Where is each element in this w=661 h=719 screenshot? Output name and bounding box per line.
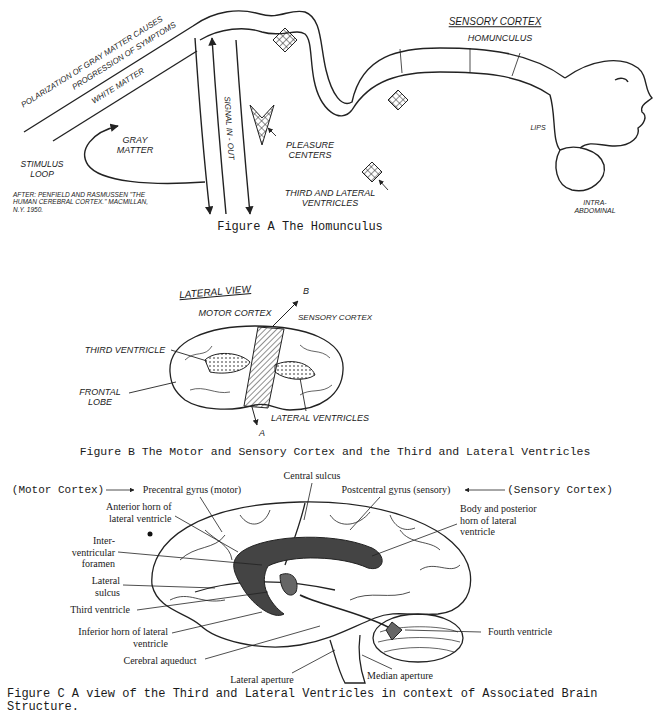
cortex-outline [24, 11, 565, 132]
part-label: Lateral aperture [229, 674, 295, 686]
leader-line [171, 350, 207, 361]
leader-line [172, 612, 262, 633]
lateral-ventricle [234, 537, 382, 615]
ventricle-blob [205, 353, 250, 373]
citation-note: AFTER: PENFIELD AND RASMUSSEN "THE HUMAN… [12, 191, 157, 213]
ventricle-blob [275, 362, 315, 380]
fourth-ventricle [386, 622, 402, 640]
brain-outline [170, 326, 343, 410]
bracket-note: (Sensory Cortex) [506, 484, 614, 497]
pointer-arrow [465, 490, 505, 491]
region-label: STIMULUS LOOP [14, 160, 70, 180]
pointer-arrows [268, 128, 388, 190]
leader-line [405, 630, 481, 632]
region-label: MOTOR CORTEX [197, 308, 272, 318]
cerebellum [373, 614, 463, 662]
ink-dot [148, 532, 153, 537]
signal-line [195, 38, 210, 214]
leader-line [300, 378, 306, 411]
leader-line [175, 516, 238, 552]
part-label: Third ventricle [69, 604, 131, 616]
figure-caption: Figure A The Homunculus [216, 221, 384, 235]
eye-mark [615, 78, 628, 82]
section-letter: A [258, 428, 266, 438]
pointer-arrow [106, 490, 134, 491]
region-label: LATERAL VENTRICLES [270, 413, 370, 423]
signal-line [236, 40, 250, 214]
section-line [252, 407, 257, 425]
part-label: Fourth ventricle [487, 626, 553, 638]
region-label: THIRD VENTRICLE [84, 345, 167, 355]
region-label: FRONTAL LOBE [73, 387, 128, 408]
leader-line [205, 626, 320, 659]
tongue-shape [556, 147, 604, 190]
hatched-region [273, 28, 297, 52]
figure-caption: Figure B The Motor and Sensory Cortex an… [79, 445, 592, 458]
part-label: Postcentral gyrus (sensory) [341, 484, 452, 496]
leader-line [200, 497, 222, 532]
bracket-note: (Motor Cortex) [11, 484, 105, 497]
cerebral-aqueduct [300, 595, 390, 628]
part-label: Body and posterior horn of lateral ventr… [459, 503, 541, 538]
leader-line [350, 497, 380, 530]
face-profile [565, 61, 652, 148]
part-label: Lateral sulcus [69, 575, 121, 598]
body-part-label: INTRA-ABDOMINAL [565, 199, 625, 215]
signal-label: SIGNAL IN - OUT [222, 95, 236, 161]
leader-line [292, 650, 335, 673]
stimulus-loop [85, 126, 205, 183]
region-label: THIRD AND LATERAL VENTRICLES [276, 188, 384, 209]
figure-caption: Figure C A view of the Third and Lateral… [6, 688, 656, 714]
leader-line [137, 592, 268, 610]
pleasure-center [250, 105, 274, 145]
leader-line [362, 655, 392, 669]
section-line [272, 301, 298, 327]
cerebrum-outline [152, 502, 471, 647]
leader-line [304, 483, 312, 520]
part-label: Anterior horn of lateral ventricle [78, 501, 173, 524]
hatched-region [388, 90, 408, 110]
part-label: Inferior horn of lateral ventricle [71, 626, 169, 649]
part-label: Median aperture [366, 670, 434, 682]
view-heading: LATERAL VIEW [178, 283, 253, 301]
third-ventricle [280, 574, 297, 595]
leader-line [372, 524, 457, 556]
white-matter-line [53, 51, 197, 141]
leader-line [129, 382, 176, 393]
figure-heading: HOMUNCULUS [467, 33, 534, 43]
body-part-label: LIPS [529, 124, 546, 132]
leader-line [123, 585, 215, 588]
brainstem [330, 635, 365, 683]
homunculus-band [352, 72, 560, 150]
part-label: Inter- ventricular foramen [54, 535, 116, 570]
part-label: Cerebral aqueduct [122, 655, 197, 667]
region-label: PLEASURE CENTERS [274, 140, 346, 161]
pointer-arrow [268, 128, 276, 136]
region-label: SENSORY CORTEX [297, 313, 373, 322]
figure-heading: SENSORY CORTEX [448, 16, 543, 28]
part-label: Central sulcus [283, 470, 342, 482]
band-ticks [400, 48, 520, 76]
leader-line [118, 552, 262, 565]
section-letter: B [302, 286, 310, 296]
region-label: GRAY MATTER [110, 135, 160, 156]
hatched-centers [250, 28, 408, 182]
ventricle-region [362, 162, 382, 182]
part-label: Precentral gyrus (motor) [142, 484, 242, 496]
